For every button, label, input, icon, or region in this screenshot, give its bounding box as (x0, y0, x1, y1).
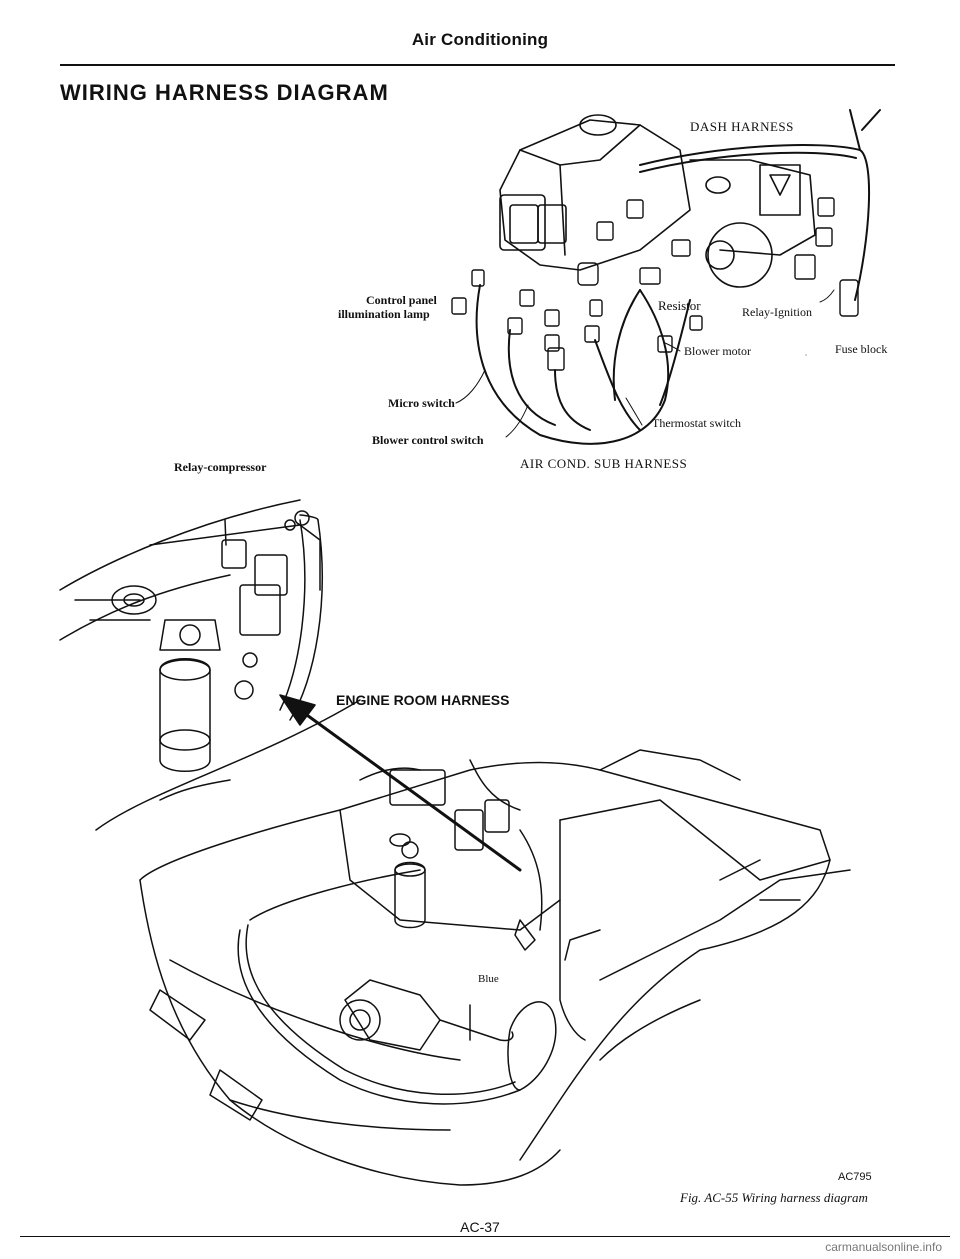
dash-harness-wires (639, 109, 881, 301)
inset-arrow (279, 694, 522, 872)
blower-motor-label: Blower motor (684, 344, 751, 358)
figure-caption: Fig. AC-55 Wiring harness diagram (680, 1190, 868, 1205)
air-cond-sub-harness-label: AIR COND. SUB HARNESS (520, 456, 688, 471)
section-header: Air Conditioning (411, 30, 549, 49)
engine-room-harness-label: ENGINE ROOM HARNESS (336, 692, 510, 708)
fuse-block-label: Fuse block (835, 342, 888, 356)
car-engine-components (237, 759, 601, 1105)
cooling-unit-drawing (499, 114, 816, 288)
header-rule (60, 64, 895, 66)
illumination-lamp-label: illumination lamp (338, 307, 430, 321)
relay-ignition-label: Relay-Ignition (742, 305, 812, 319)
car-outline (139, 749, 851, 1186)
dash-harness-label: DASH HARNESS (690, 119, 794, 134)
page-title: WIRING HARNESS DIAGRAM (60, 80, 389, 105)
footer-rule (20, 1236, 950, 1237)
figure-code: AC795 (838, 1171, 872, 1183)
blue-wire-label: Blue (478, 973, 499, 985)
page-number: AC-37 (460, 1219, 500, 1235)
blower-control-switch-label: Blower control switch (372, 433, 484, 447)
engine-room-inset (59, 499, 361, 831)
resistor-label: Resistor (658, 298, 701, 313)
connectors (451, 197, 859, 371)
micro-switch-label: Micro switch (388, 396, 455, 410)
control-panel-label: Control panel (366, 293, 437, 307)
thermostat-switch-label: Thermostat switch (652, 416, 741, 430)
relay-compressor-label: Relay-compressor (174, 460, 267, 474)
leader-lines (455, 289, 835, 438)
footer-watermark: carmanualsonline.info (825, 1240, 942, 1254)
sub-harness-wires (475, 284, 691, 445)
